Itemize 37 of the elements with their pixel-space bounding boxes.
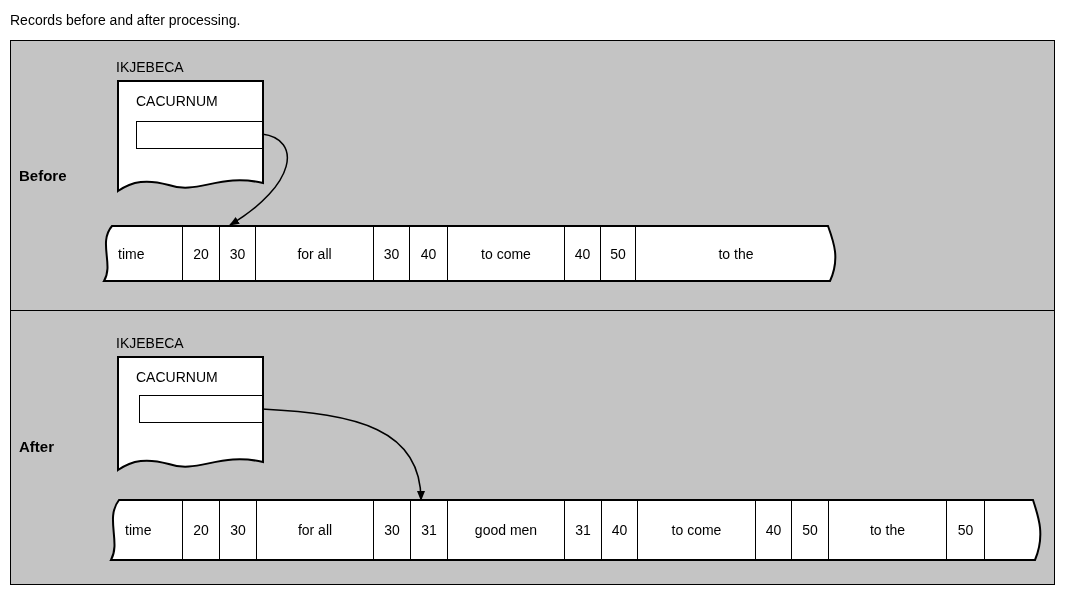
- record-field: 30: [219, 500, 256, 560]
- record-field: 40: [601, 500, 637, 560]
- record-field: to come: [447, 226, 564, 281]
- area-name: IKJEBECA: [116, 59, 184, 75]
- record-field: 50: [600, 226, 635, 281]
- area-name: IKJEBECA: [116, 335, 184, 351]
- record-field: 50: [946, 500, 984, 560]
- arrow: [229, 133, 289, 226]
- record-field: 40: [409, 226, 447, 281]
- record-field: 30: [219, 226, 255, 281]
- record-field: good men: [447, 500, 564, 560]
- record-field: 50: [791, 500, 828, 560]
- record-field: 30: [373, 226, 409, 281]
- field-name: CACURNUM: [136, 93, 218, 109]
- figure-title: Records before and after processing.: [10, 12, 241, 28]
- section-heading: After: [19, 438, 54, 455]
- record-field: to the: [635, 226, 836, 281]
- record-field: to come: [637, 500, 755, 560]
- record-field: time: [111, 500, 182, 560]
- record-field: 31: [410, 500, 447, 560]
- record-field: 20: [182, 226, 219, 281]
- record-field: for all: [256, 500, 373, 560]
- record-field: 31: [564, 500, 601, 560]
- record-field: 40: [564, 226, 600, 281]
- field-name: CACURNUM: [136, 369, 218, 385]
- record-field: to the: [828, 500, 946, 560]
- section-heading: Before: [19, 166, 67, 184]
- record-field: 30: [373, 500, 410, 560]
- arrow: [261, 408, 425, 501]
- storage-field: [136, 121, 263, 149]
- storage-field: [139, 395, 263, 423]
- record-field: 40: [755, 500, 791, 560]
- section-panel: [10, 40, 1055, 311]
- record-field: 20: [182, 500, 219, 560]
- section-panel: [10, 311, 1055, 585]
- record-field: time: [104, 226, 182, 281]
- record-field: for all: [255, 226, 373, 281]
